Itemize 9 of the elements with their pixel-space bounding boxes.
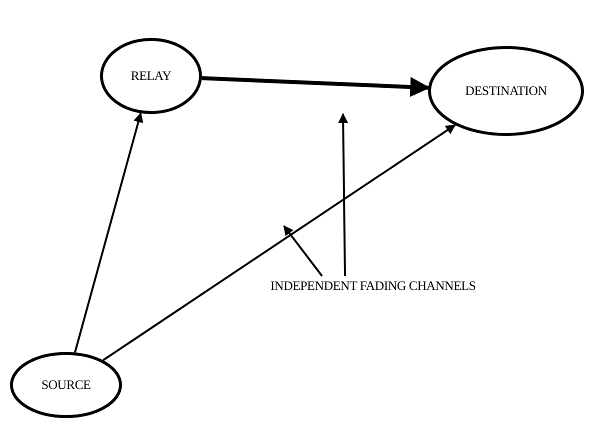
node-label: SOURCE (41, 376, 91, 394)
leader-arrow (338, 113, 348, 276)
leader-arrow (283, 225, 323, 277)
node-label: DESTINATION (465, 82, 547, 100)
annotation-text: INDEPENDENT FADING CHANNELS (270, 278, 476, 294)
arrow (74, 112, 144, 353)
arrow (102, 124, 456, 362)
arrow (202, 76, 430, 97)
node-label: RELAY (130, 68, 172, 84)
